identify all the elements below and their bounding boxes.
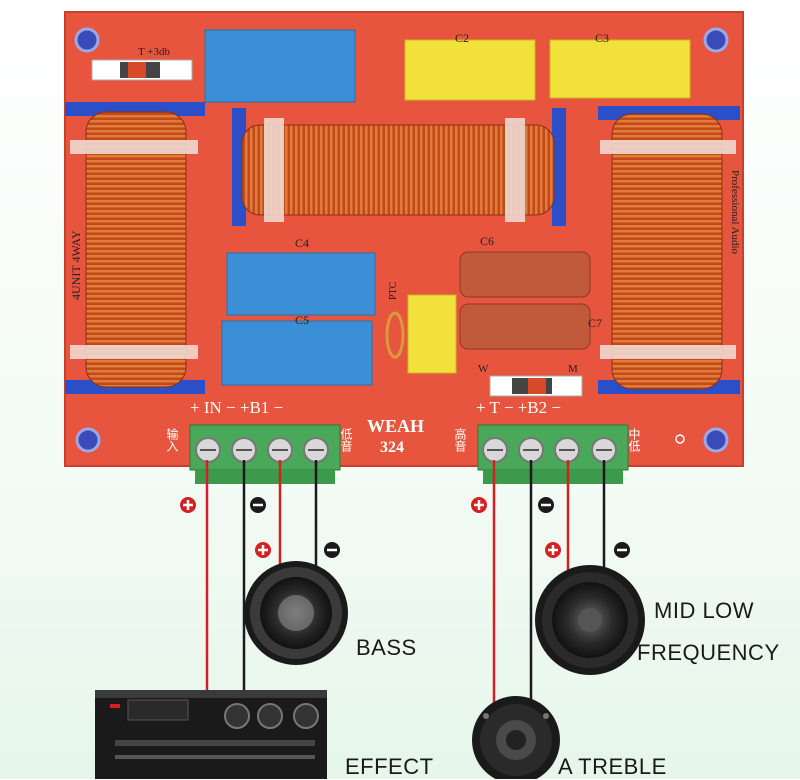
amp-knob-1 [224, 703, 250, 729]
capacitor-c5 [221, 320, 373, 386]
polarity-icons [180, 497, 630, 558]
mid-low-label-line1: MID LOW [654, 598, 755, 623]
input-cn-label: 输入 [165, 427, 179, 452]
board-side-text-left: 4UNIT 4WAY [69, 230, 83, 300]
capacitor-c7 [459, 303, 591, 350]
mount-hole-bottom-left [75, 427, 101, 453]
mount-hole-top-left [74, 27, 100, 53]
inductor-left [65, 102, 205, 394]
cap-label-c6: C6 [480, 234, 494, 248]
minus-icon [324, 542, 340, 558]
plus-icon [545, 542, 561, 558]
capacitor-blue-top [204, 29, 356, 103]
capacitor-c4 [226, 252, 376, 316]
right-terminal-label: + T − +B2 − [476, 398, 561, 417]
inductor-right [598, 106, 740, 394]
cap-label-c3: C3 [595, 31, 609, 45]
amp-knob-3 [293, 703, 319, 729]
cap-label-c7: C7 [588, 316, 602, 330]
effect-label: EFFECT [345, 754, 434, 779]
left-terminal-label: + IN − +B1 − [190, 398, 283, 417]
plus-icon [255, 542, 271, 558]
effect-amplifier [95, 690, 327, 779]
plus-icon [180, 497, 196, 513]
capacitor-c2 [404, 39, 536, 101]
amp-knob-2 [257, 703, 283, 729]
mount-hole-top-right [703, 27, 729, 53]
cap-label-c5: C5 [295, 313, 309, 327]
mid-low-label-line2: FREQUENCY [637, 640, 780, 665]
mid-low-speaker [535, 565, 645, 675]
gain-switch-top [91, 59, 193, 81]
model-number: 324 [380, 439, 404, 456]
board-hole-small [675, 434, 685, 444]
mount-hole-bottom-right [703, 427, 729, 453]
minus-icon [538, 497, 554, 513]
switch-bottom-label-right: M [568, 363, 578, 375]
gain-switch-label: T +3db [138, 46, 170, 58]
inductor-middle [232, 108, 566, 226]
mid-cn-label: 中低 [627, 427, 641, 453]
ptc-fuse [407, 294, 457, 374]
terminal-block-right [477, 424, 629, 484]
terminal-block-left [189, 424, 341, 484]
treble-cn-label: 高音 [453, 427, 467, 453]
bass-label: BASS [356, 635, 417, 660]
cap-label-c2: C2 [455, 31, 469, 45]
cap-label-c4: C4 [295, 236, 309, 250]
plus-icon [471, 497, 487, 513]
capacitor-c3 [549, 39, 691, 99]
treble-label: A TREBLE [558, 754, 667, 779]
model-name: WEAH [367, 416, 424, 436]
crossover-board: T +3db C2 C3 C4 C5 C6 C7 PTC 4UNIT 4WAY [64, 11, 744, 484]
capacitor-c6 [459, 251, 591, 298]
switch-bottom-label-left: W [478, 363, 489, 375]
minus-icon [614, 542, 630, 558]
bass-speaker [244, 561, 348, 665]
gain-switch-bottom [489, 375, 583, 397]
ptc-wire [385, 311, 405, 359]
minus-icon [250, 497, 266, 513]
treble-tweeter [472, 696, 560, 779]
ptc-label: PTC [388, 281, 399, 300]
bass-cn-label: 低音 [339, 428, 353, 453]
board-side-text-right: Professional Audio [729, 170, 741, 255]
